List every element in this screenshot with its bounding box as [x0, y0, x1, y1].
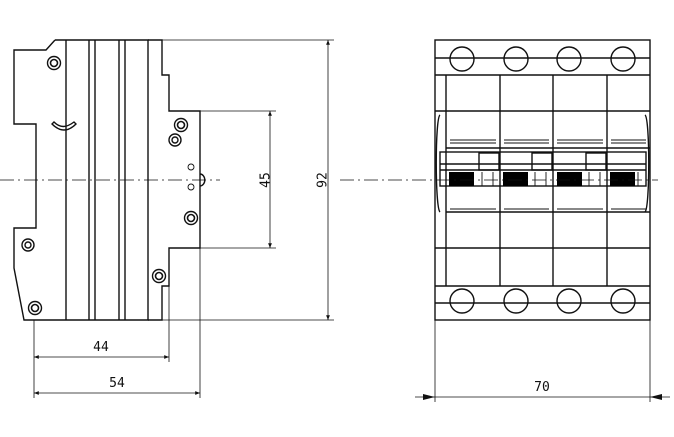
front-dimensions: 70 [415, 320, 670, 402]
screw-icon [21, 238, 35, 252]
screw-icon [173, 117, 189, 133]
terminal-screw-icon [449, 46, 475, 72]
screw-icon [46, 55, 62, 71]
screw-icon [27, 300, 43, 316]
dim-label-54: 54 [109, 376, 125, 391]
terminal-screw-icon [503, 46, 529, 72]
terminal-screw-icon [503, 288, 529, 314]
terminal-screw-icon [556, 46, 582, 72]
clip-slot [51, 121, 77, 131]
front-cover-profile [148, 39, 201, 321]
dim-label-45: 45 [259, 172, 274, 188]
screw-icon [183, 210, 199, 226]
dim-label-70: 70 [534, 380, 550, 395]
screw-icon [168, 133, 182, 147]
side-view [0, 39, 220, 321]
terminal-screw-icon [556, 288, 582, 314]
side-dimensions: 45 92 44 54 [33, 39, 334, 398]
indicator-hole [187, 183, 195, 191]
dim-label-44: 44 [93, 340, 109, 355]
label-strips [450, 139, 646, 213]
handle-bar [439, 151, 647, 187]
side-bulge [435, 114, 441, 213]
terminal-screw-icon [610, 288, 636, 314]
front-view [340, 39, 658, 321]
indicator-hole [187, 163, 195, 171]
dim-label-92: 92 [316, 172, 331, 188]
terminal-screw-icon [610, 46, 636, 72]
toggle-lever [449, 152, 500, 186]
toggle-lever [503, 152, 553, 186]
toggle-lever [557, 152, 607, 186]
din-clip-profile [13, 39, 66, 321]
terminal-screw-icon [449, 288, 475, 314]
side-bulge [644, 114, 650, 213]
screw-icon [151, 268, 167, 284]
toggle-lever [610, 172, 639, 186]
breaker-body [434, 39, 651, 321]
